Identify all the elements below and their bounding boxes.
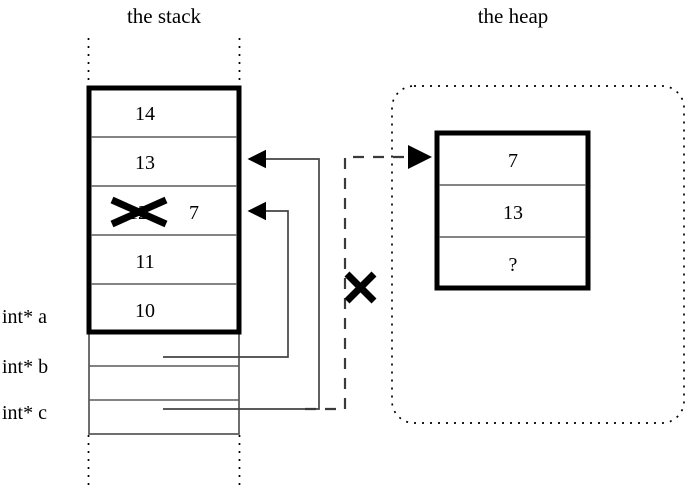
- stack-cell-14: 14: [135, 103, 155, 125]
- pointer-label-c: int* c: [2, 402, 47, 424]
- heap-cell-13: 13: [503, 202, 523, 224]
- invalid-pointer-x-icon: [344, 271, 377, 304]
- pointer-arrow-b-to-stack-cell: [163, 201, 289, 358]
- heap-region-title: the heap: [478, 4, 549, 28]
- pointer-label-a: int* a: [2, 306, 47, 328]
- struck-value-x-icon: [110, 196, 168, 228]
- stale-pointer-to-heap: [305, 144, 433, 411]
- stack-cell-13: 13: [135, 152, 155, 174]
- stack-pointer-slots-box: [88, 331, 240, 435]
- stack-cell-11: 11: [135, 251, 154, 273]
- stack-cell-10: 10: [135, 300, 155, 322]
- heap-block: [434, 130, 591, 291]
- heap-cell-unknown: ?: [509, 254, 518, 276]
- stack-value-box: [86, 85, 242, 335]
- pointer-label-b: int* b: [2, 356, 48, 378]
- heap-cell-7: 7: [508, 150, 518, 172]
- stack-region-boundary: [87, 38, 241, 489]
- stack-cell-new-value: 7: [189, 202, 199, 224]
- stack-region-title: the stack: [127, 4, 202, 28]
- pointer-arrow-c-to-stack-cell: [163, 149, 320, 410]
